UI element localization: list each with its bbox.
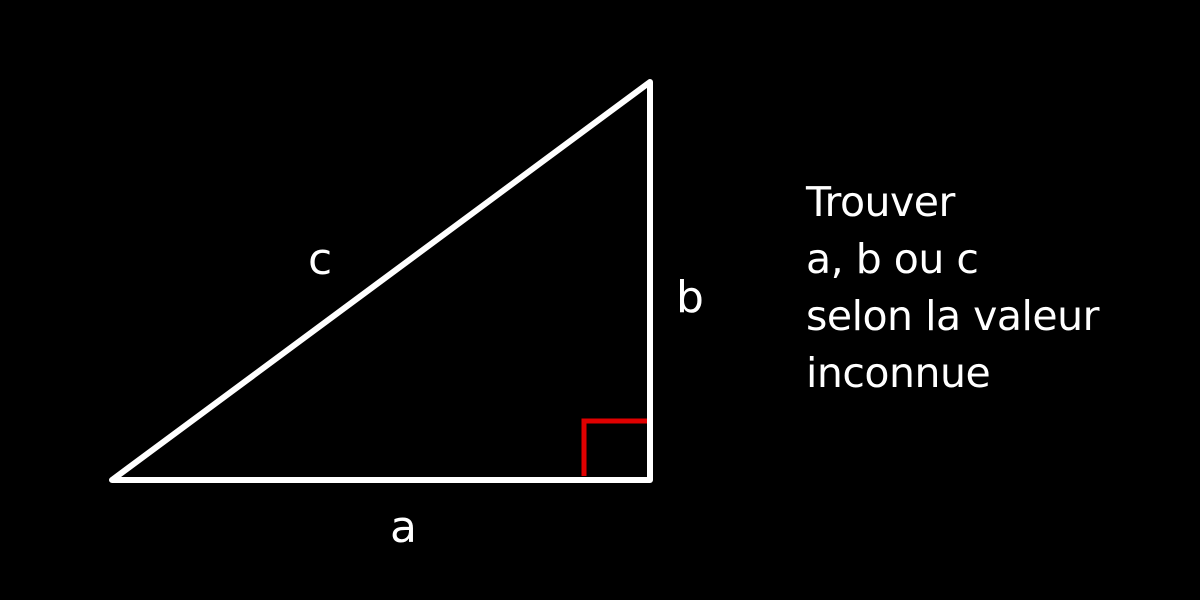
- hypotenuse-label: c: [308, 234, 333, 285]
- right-angle-marker: [581, 418, 647, 476]
- horizontal-leg-label: a: [390, 502, 417, 553]
- instruction-line: Trouver: [806, 178, 955, 226]
- right-triangle: [109, 79, 653, 483]
- instruction-line: a, b ou c: [806, 235, 979, 283]
- instruction-line: inconnue: [806, 349, 991, 397]
- instructions-text: Trouver a, b ou c selon la valeur inconn…: [806, 174, 1099, 402]
- vertical-leg-label: b: [676, 272, 704, 323]
- instruction-line: selon la valeur: [806, 292, 1099, 340]
